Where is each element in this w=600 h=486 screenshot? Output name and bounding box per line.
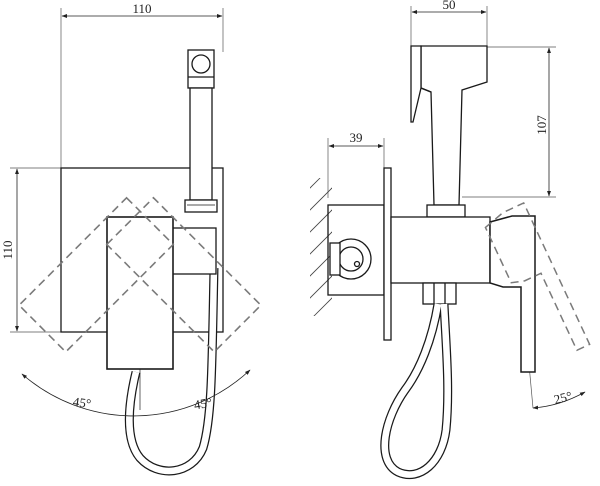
side-lever bbox=[489, 215, 536, 373]
side-wall-depth-label: 39 bbox=[350, 130, 363, 145]
side-mixer-body bbox=[390, 216, 491, 284]
front-angle-left-label: 45° bbox=[72, 394, 92, 411]
front-lever-body bbox=[106, 216, 174, 370]
front-height-label: 110 bbox=[0, 240, 15, 259]
side-lever-angle-label: 25° bbox=[552, 388, 573, 407]
handset-spray-face bbox=[191, 54, 211, 74]
side-view bbox=[310, 6, 591, 480]
side-handset bbox=[410, 45, 488, 218]
front-outlet-holder bbox=[171, 227, 217, 275]
front-extension-lines bbox=[10, 8, 224, 333]
front-view bbox=[10, 8, 263, 476]
side-cover-plate bbox=[383, 167, 392, 341]
side-outlet-nut bbox=[422, 282, 457, 305]
front-angle-right-label: 45° bbox=[193, 395, 214, 413]
front-angle-arc bbox=[21, 369, 251, 417]
side-lever-rotation-outline bbox=[484, 201, 591, 352]
side-handset-height-label: 107 bbox=[534, 115, 549, 135]
front-handset bbox=[184, 49, 218, 213]
front-width-label: 110 bbox=[132, 1, 151, 16]
wall-hatching bbox=[310, 178, 332, 316]
side-angle-arc bbox=[532, 391, 586, 410]
side-handset-width-label: 50 bbox=[443, 0, 456, 12]
front-lever-rotation-outlines bbox=[17, 196, 263, 354]
